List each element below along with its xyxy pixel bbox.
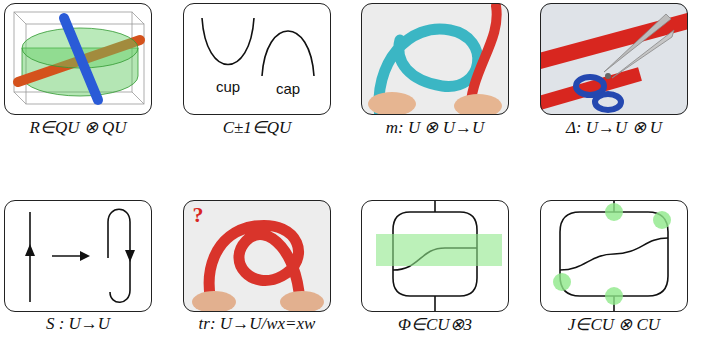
panel-caption: tr: U→U/wx=xw: [199, 314, 316, 334]
comultiplication-photo: [536, 3, 692, 115]
panel-caption: S : U→U: [46, 314, 110, 334]
curve-label: cup: [216, 78, 240, 95]
panel-caption: C±1∈QU: [223, 117, 292, 138]
illustration-panel: J∈CU ⊗ CU: [540, 200, 688, 312]
illustration-panel: C±1∈QU: [183, 3, 331, 115]
associator-figure: [376, 200, 502, 312]
curve-label: cap: [276, 80, 300, 97]
illustration-panel: tr: U→U/wx=xw: [183, 200, 331, 312]
panel-caption: Δ: U→U ⊗ U: [566, 117, 662, 138]
question-mark: ?: [193, 202, 204, 228]
illustration-panel: m: U ⊗ U→U: [361, 3, 509, 115]
twist-figure: [553, 200, 671, 312]
panel-caption: Φ∈CU⊗3: [398, 314, 472, 335]
trace-photo: [183, 200, 331, 315]
illustration-panel: S : U→U: [4, 200, 152, 312]
illustration-panel: Δ: U→U ⊗ U: [540, 3, 688, 115]
panel-caption: J∈CU ⊗ CU: [568, 314, 660, 335]
illustration-panel: Φ∈CU⊗3: [361, 200, 509, 312]
cup-cap-figure: [202, 18, 314, 76]
r-matrix-figure: [14, 12, 144, 104]
illustration-panel: R∈QU ⊗ QU: [4, 3, 152, 115]
panel-caption: R∈QU ⊗ QU: [30, 117, 127, 138]
multiplication-photo: [361, 3, 509, 118]
antipode-figure: [25, 209, 135, 302]
panel-caption: m: U ⊗ U→U: [386, 117, 485, 138]
